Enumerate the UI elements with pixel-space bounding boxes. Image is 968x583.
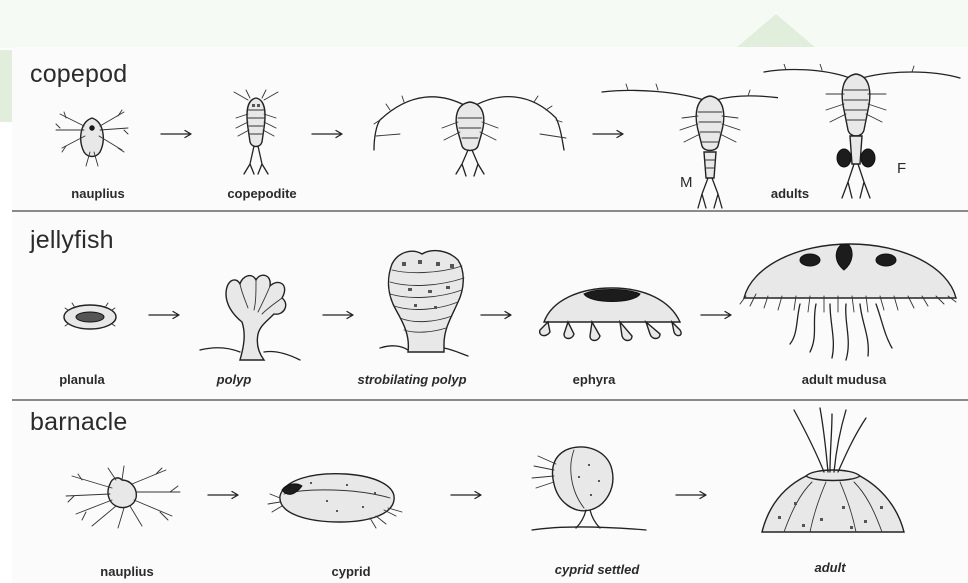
arrow [207,490,241,500]
cyprid-drawing [266,470,410,530]
arrow [148,310,182,320]
stage-label: adults [771,186,809,201]
stage-label: polyp [217,372,252,387]
strobilating-polyp-drawing [378,244,470,358]
stage-label: copepodite [227,186,296,201]
jellyfish-title: jellyfish [30,226,114,255]
arrow [160,129,194,139]
stage-label: cyprid [331,564,370,579]
copepod-adult-female-drawing [762,64,962,204]
background-triangle [736,14,816,48]
stage-label: planula [59,372,105,387]
arrow [450,490,484,500]
stage-label: adult mudusa [802,372,887,387]
stage-label: nauplius [71,186,124,201]
barnacle-nauplius-drawing [62,462,184,530]
stage-label: adult [814,560,845,575]
arrow [322,310,356,320]
ephyra-drawing [534,282,690,342]
arrow [700,310,734,320]
stage-label: strobilating polyp [357,372,466,387]
cyprid-settled-drawing [528,440,650,534]
copepodite-drawing [228,88,284,176]
panel-divider [12,399,968,401]
barnacle-adult-drawing [754,406,912,546]
copepodite-late-drawing [370,80,570,180]
stage-label: ephyra [573,372,616,387]
panel-divider [12,210,968,212]
arrow [311,129,345,139]
planula-drawing [58,300,122,334]
stage-label: nauplius [100,564,153,579]
copepod-nauplius-drawing [52,100,132,170]
arrow [675,490,709,500]
stage-label: cyprid settled [555,562,640,577]
male-marker: M [680,174,693,191]
arrow [480,310,514,320]
barnacle-title: barnacle [30,408,128,437]
background-band [0,0,968,48]
polyp-drawing [196,264,306,362]
female-marker: F [897,160,906,177]
copepod-title: copepod [30,60,127,89]
adult-medusa-drawing [738,236,962,362]
